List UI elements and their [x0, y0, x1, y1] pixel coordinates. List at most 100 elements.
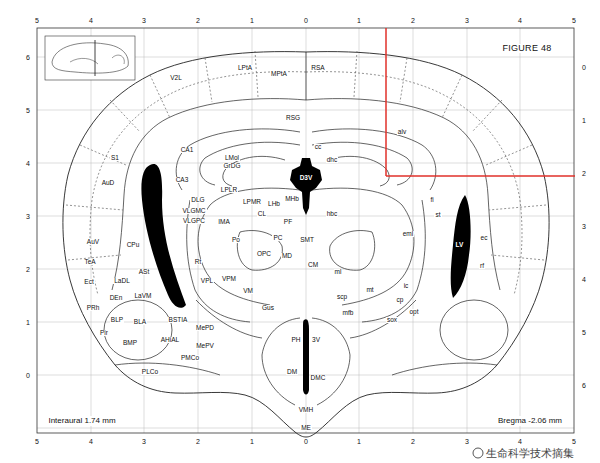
region-label: GrDG	[223, 163, 242, 170]
region-label: BMP	[122, 340, 138, 347]
region-label: Po	[231, 237, 241, 244]
axis-number: 4	[88, 17, 94, 24]
grid-line	[520, 28, 521, 433]
region-label: Ect	[83, 279, 94, 286]
grid-line	[37, 110, 574, 111]
region-label: ME	[300, 425, 312, 432]
region-label: AHiAL	[160, 337, 180, 344]
inset	[45, 36, 135, 80]
region-label: VLGPC	[182, 218, 206, 225]
axis-number: 4	[88, 438, 94, 445]
axis-number: 2	[25, 266, 31, 273]
region-label: RSG	[285, 115, 301, 122]
red-marker	[386, 28, 575, 176]
grid-line	[91, 28, 92, 433]
region-label: Rt	[194, 259, 203, 266]
region-label: PLCo	[141, 369, 159, 376]
region-label: AuD	[101, 180, 116, 187]
axis-number: 1	[356, 17, 362, 24]
axis-number: 5	[571, 17, 577, 24]
region-label: CA1	[180, 147, 195, 154]
region-label: VMH	[298, 407, 314, 414]
third-ventricle-shape: D3V	[290, 158, 322, 215]
axis-number: 2	[581, 170, 587, 177]
axis-number: 2	[195, 17, 201, 24]
axis-number: 1	[249, 438, 255, 445]
region-label: 3V	[311, 337, 321, 344]
axis-number: 3	[141, 438, 147, 445]
region-label: mt	[365, 287, 374, 294]
axis-number: 0	[25, 372, 31, 379]
figure-title: FIGURE 48	[501, 44, 552, 53]
inset-box	[45, 36, 135, 80]
region-label: PMCo	[180, 355, 200, 362]
region-label: PF	[283, 219, 293, 226]
axis-number: 2	[410, 17, 416, 24]
region-label: CA3	[175, 177, 190, 184]
grid	[37, 28, 574, 433]
region-label: st	[434, 212, 441, 219]
axis-number: 1	[249, 17, 255, 24]
axis-number: 3	[464, 17, 470, 24]
region-label: VPL	[200, 278, 214, 285]
region-label: V2L	[169, 75, 183, 82]
axis-number: 4	[517, 438, 523, 445]
region-label: mfb	[342, 310, 355, 317]
watermark-icon	[473, 448, 483, 458]
axis-number: 6	[25, 54, 31, 61]
region-label: DEn	[109, 295, 124, 302]
region-label: VPM	[221, 276, 237, 283]
lateral-ventricle-shape: LV	[447, 195, 472, 298]
region-label: LHb	[267, 201, 281, 208]
ventricle-fill	[451, 195, 471, 298]
region-label: Gus	[261, 305, 275, 312]
axis-number: 1	[25, 319, 31, 326]
coordinate-note: Interaural 1.74 mm	[46, 416, 117, 426]
region-label: scp	[336, 294, 348, 301]
region-label: dhc	[326, 157, 338, 164]
region-label: BSTIA	[168, 317, 189, 324]
region-label: SMT	[299, 237, 315, 244]
axis-number: 3	[141, 17, 147, 24]
region-label: LPtA	[237, 65, 253, 72]
region-label: DMC	[310, 375, 327, 382]
region-label: VLGMC	[181, 208, 206, 215]
region-label: rf	[479, 263, 485, 270]
region-label: LaDL	[113, 278, 131, 285]
red-line	[385, 28, 387, 176]
region-label: fi	[429, 197, 434, 204]
axis-number: 3	[581, 223, 587, 230]
region-label: PC	[272, 235, 283, 242]
region-label: MD	[281, 253, 293, 260]
inset-detail	[70, 55, 124, 64]
axis-number: 4	[517, 17, 523, 24]
axis-number: 6	[581, 382, 587, 389]
region-label: IMA	[217, 219, 231, 226]
axis-number: 0	[581, 64, 587, 71]
region-label: ml	[334, 269, 343, 276]
right-hemisphere	[306, 51, 549, 437]
region-label: ASt	[138, 269, 150, 276]
region-label: Pir	[99, 330, 109, 337]
axis-number: 3	[25, 213, 31, 220]
inset-section-line	[95, 40, 96, 76]
region-label: sox	[386, 317, 398, 324]
grid-line	[198, 28, 199, 433]
region-label: CM	[307, 262, 319, 269]
region-label: MePD	[195, 325, 215, 332]
region-label: OPC	[256, 251, 272, 258]
third-ventricle	[303, 319, 309, 394]
region-label: eml	[402, 231, 414, 238]
region-label: LaVM	[134, 293, 153, 300]
region-label: VM	[242, 288, 254, 295]
region-label: CL	[257, 211, 267, 218]
axis-number: 2	[410, 438, 416, 445]
inset-brain	[52, 43, 128, 73]
region-label: PH	[290, 337, 301, 344]
region-label: RSA	[310, 65, 325, 72]
lateral-ventricle	[141, 164, 186, 308]
axis-number: 0	[303, 438, 309, 445]
ventricle-label: D3V	[300, 175, 313, 182]
region-label: BLA	[133, 319, 147, 326]
